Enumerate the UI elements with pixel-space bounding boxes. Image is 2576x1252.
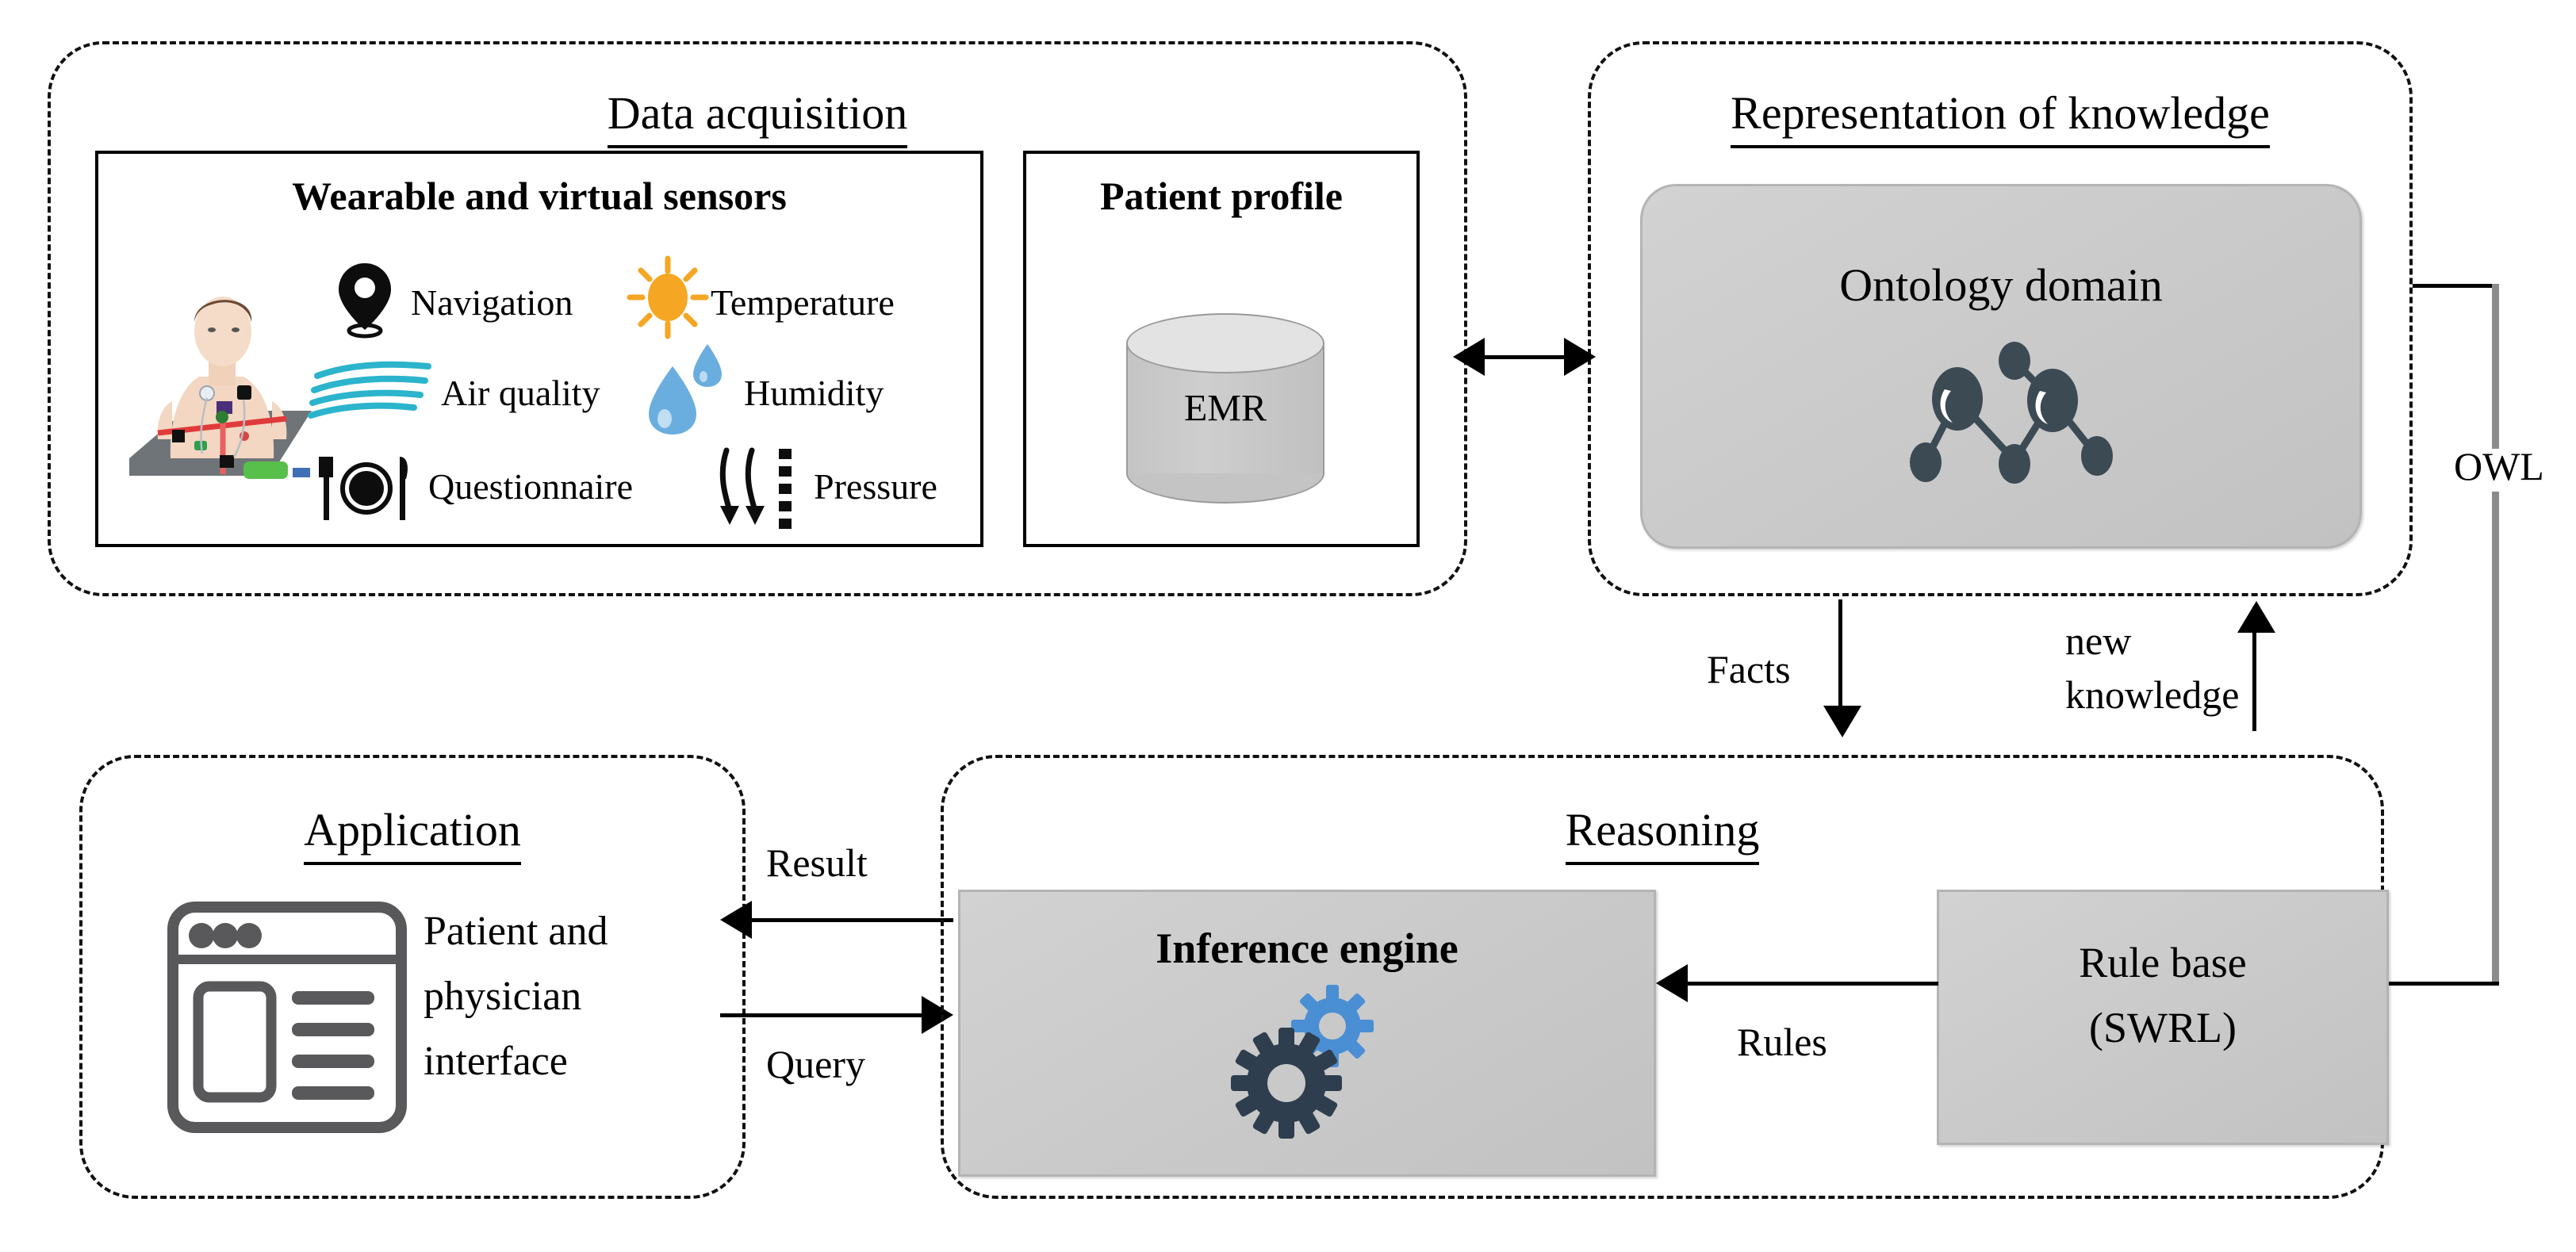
ontology-domain-label: Ontology domain	[1839, 259, 2163, 311]
connector-label-query: Query	[766, 1042, 865, 1086]
database-label: EMR	[1183, 387, 1267, 430]
panel-representation-of-knowledge: Representation of knowledge	[1588, 41, 2413, 596]
connector-label-new-knowledge-line2: knowledge	[2065, 672, 2240, 717]
arrowhead-right	[1564, 338, 1596, 376]
connector-label-facts: Facts	[1707, 647, 1791, 691]
cutlery-plate-icon	[311, 452, 422, 526]
connector-label-owl: OWL	[2454, 444, 2544, 488]
panel-title-reasoning: Reasoning	[944, 804, 2381, 865]
sensor-label-questionnaire: Questionnaire	[428, 466, 634, 507]
patient-body-sensors-icon	[123, 246, 321, 484]
panel-title-data-acquisition: Data acquisition	[51, 87, 1464, 148]
arrowhead-right-query	[922, 996, 953, 1034]
panel-data-acquisition: Data acquisition	[48, 41, 1467, 596]
sensor-label-pressure: Pressure	[814, 466, 937, 507]
connector-label-result: Result	[766, 840, 868, 885]
sensor-label-temperature: Temperature	[711, 282, 895, 323]
panel-title-representation: Representation of knowledge	[1591, 87, 2409, 148]
inference-engine-label: Inference engine	[1156, 925, 1459, 972]
application-label-line3: interface	[424, 1039, 568, 1084]
box-title-wearable-sensors: Wearable and virtual sensors	[292, 174, 787, 218]
connector-label-new-knowledge-line1: new	[2065, 618, 2132, 663]
browser-window-icon	[167, 902, 407, 1133]
arrowhead-up	[2237, 601, 2275, 633]
connector-label-rules: Rules	[1737, 1020, 1827, 1064]
arrowhead-left-rules	[1656, 964, 1688, 1002]
water-drop-icon	[642, 341, 730, 436]
air-waves-icon	[308, 358, 435, 430]
ontology-graph-icon	[1896, 342, 2126, 488]
arrowhead-left	[1453, 338, 1485, 376]
database-cylinder-icon: EMR	[1126, 313, 1324, 503]
pressure-arrows-icon	[714, 446, 803, 531]
box-title-patient-profile: Patient profile	[1100, 174, 1343, 218]
arrowhead-left-result	[720, 901, 752, 939]
sensor-label-air-quality: Air quality	[441, 373, 600, 413]
gears-icon	[1228, 982, 1394, 1140]
sensor-label-navigation: Navigation	[411, 282, 573, 323]
rule-base-block	[1937, 890, 2389, 1145]
owl-rail-lower	[2492, 492, 2499, 983]
cylinder-top	[1126, 313, 1324, 373]
application-label-line1: Patient and	[424, 909, 608, 954]
rule-base-label-line2: (SWRL)	[2089, 1004, 2237, 1051]
sun-icon	[627, 255, 709, 339]
panel-application: Application	[79, 755, 746, 1199]
owl-rail-upper	[2492, 284, 2499, 449]
panel-title-application: Application	[82, 804, 742, 865]
arrowhead-down	[1823, 706, 1861, 737]
rule-base-label-line1: Rule base	[2079, 939, 2247, 986]
sensor-label-humidity: Humidity	[744, 373, 884, 413]
location-pin-icon	[335, 262, 395, 339]
application-label-line2: physician	[424, 974, 582, 1019]
